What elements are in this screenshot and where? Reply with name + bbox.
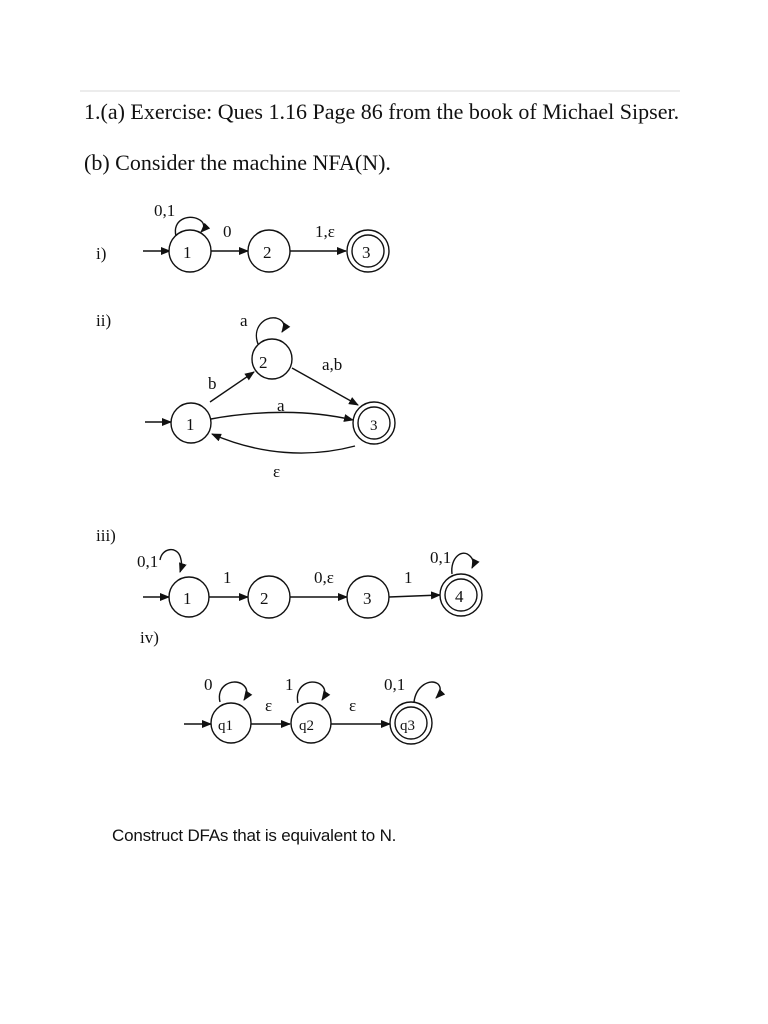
diagram-ii-edge-1-2-label: b <box>208 374 217 393</box>
diagram-iii-self-loop-4 <box>451 552 480 575</box>
diagram-ii-state-1 <box>170 402 212 444</box>
diagram-ii-state-2-label: 2 <box>259 353 268 372</box>
diagram-ii-self-loop-2-label: a <box>240 311 248 330</box>
diagram-iii-state-3-label: 3 <box>363 589 372 608</box>
diagram-iii-edge-3-4-label: 1 <box>404 568 413 587</box>
diagram-iv-self-loop-q2 <box>296 681 331 704</box>
diagram-iv-self-loop-q1-label: 0 <box>204 675 213 694</box>
diagram-iv-state-q3-label: q3 <box>400 718 415 734</box>
diagram-iv-state-q2-label: q2 <box>299 718 314 734</box>
diagram-iv-state-q2 <box>290 702 332 744</box>
diagram-iii-edge-1-2-label: 1 <box>223 568 232 587</box>
diagram-iii-state-2-label: 2 <box>260 589 269 608</box>
diagram-iv-state-q3-accept-ring <box>394 706 428 740</box>
diagram-i-state-3-accept-ring <box>351 234 385 268</box>
diagram-ii-edge-2-3 <box>291 367 359 406</box>
diagram-ii-edge-3-1 <box>211 433 356 454</box>
diagram-i-edge-1-2-label: 0 <box>223 222 232 241</box>
diagram-iv-self-loop-q3-label: 0,1 <box>384 675 405 694</box>
question-b-text: (b) Consider the machine NFA(N). <box>84 150 391 175</box>
diagram-iv-self-loop-q1 <box>218 681 253 703</box>
diagram-ii-state-2 <box>251 338 293 380</box>
diagram-iv-label: iv) <box>140 628 159 647</box>
diagram-ii-label: ii) <box>96 311 111 330</box>
diagram-ii-edge-1-3-label: a <box>277 396 285 415</box>
diagram-iii-label: iii) <box>96 526 116 545</box>
diagram-ii-edge-3-1-label: ε <box>273 462 280 481</box>
diagram-i-self-loop-1 <box>174 216 211 237</box>
diagram-iv-state-q1-label: q1 <box>218 718 233 734</box>
diagram-ii-self-loop-2 <box>255 317 291 345</box>
diagram-ii-state-3-accept-ring <box>357 406 391 440</box>
diagram-iii-self-loop-1 <box>159 549 187 573</box>
diagram-iv-state-q1 <box>210 702 252 744</box>
top-rule <box>80 90 680 92</box>
diagram-iii-state-2 <box>247 575 291 619</box>
diagram-iv-edge-q1-q2-label: ε <box>265 696 272 715</box>
diagram-iii-state-4-label: 4 <box>455 587 464 606</box>
diagram-iii-edge-3-4 <box>388 591 441 600</box>
diagram-i: i) 1 0,1 0 2 1,ε 3 <box>96 201 390 273</box>
diagram-ii-edge-2-3-label: a,b <box>322 355 342 374</box>
diagram-iii-edge-2-3-label: 0,ε <box>314 568 334 587</box>
diagram-iv: iv) q1 0 ε q2 1 ε q3 0,1 <box>140 628 446 745</box>
diagram-i-state-3-label: 3 <box>362 243 371 262</box>
diagram-ii-state-1-label: 1 <box>186 415 195 434</box>
diagram-i-self-loop-1-label: 0,1 <box>154 201 175 220</box>
diagram-ii-edge-1-3 <box>210 411 354 422</box>
diagram-ii: ii) 1 2 a b a,b 3 a ε <box>96 311 396 481</box>
diagram-iv-self-loop-q3 <box>413 681 446 703</box>
diagram-iv-edge-q2-q3-label: ε <box>349 696 356 715</box>
diagram-iv-self-loop-q2-label: 1 <box>285 675 294 694</box>
diagram-iii: iii) 1 0,1 1 2 0,ε 3 1 4 0,1 <box>96 526 483 619</box>
diagram-i-label: i) <box>96 244 106 263</box>
diagram-ii-edge-1-2 <box>209 371 255 403</box>
diagram-iii-state-1-label: 1 <box>183 589 192 608</box>
question-a-text: 1.(a) Exercise: Ques 1.16 Page 86 from t… <box>84 99 680 124</box>
diagram-i-state-2-label: 2 <box>263 243 272 262</box>
diagram-ii-state-3-label: 3 <box>370 418 378 434</box>
diagram-i-edge-2-3-label: 1,ε <box>315 222 335 241</box>
instruction-text: Construct DFAs that is equivalent to N. <box>112 826 397 845</box>
diagram-iii-self-loop-4-label: 0,1 <box>430 548 451 567</box>
diagram-iii-state-4-accept-ring <box>444 578 478 612</box>
diagram-iii-self-loop-1-label: 0,1 <box>137 552 158 571</box>
diagram-i-state-1-label: 1 <box>183 243 192 262</box>
